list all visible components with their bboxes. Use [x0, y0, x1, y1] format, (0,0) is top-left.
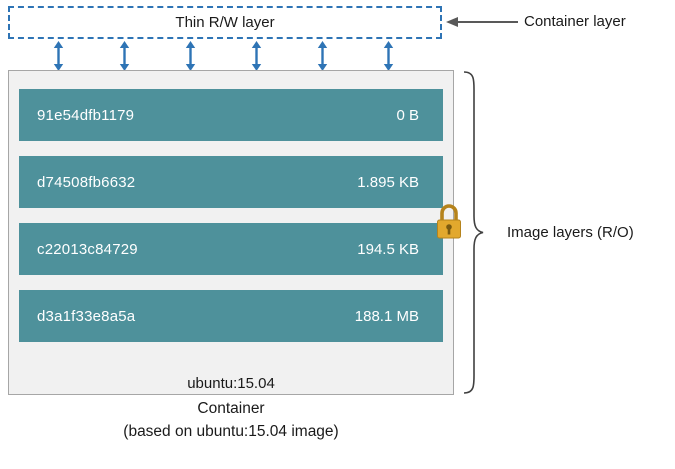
layer-id: d3a1f33e8a5a — [37, 307, 136, 325]
container-layer-label: Container layer — [524, 13, 626, 30]
container-box: 91e54dfb1179 0 B d74508fb6632 1.895 KB c… — [8, 70, 454, 395]
layer-size: 194.5 KB — [357, 240, 419, 258]
up-down-arrow-icon — [251, 41, 262, 71]
base-image-label: ubuntu:15.04 — [187, 375, 275, 392]
bidirectional-arrows — [52, 41, 395, 71]
up-down-arrow-icon — [119, 41, 130, 71]
up-down-arrow-icon — [53, 41, 64, 71]
up-down-arrow-icon — [185, 41, 196, 71]
up-down-arrow-icon — [317, 41, 328, 71]
layer-id: 91e54dfb1179 — [37, 106, 135, 124]
image-layer-row: 91e54dfb1179 0 B — [19, 89, 443, 141]
layer-size: 0 B — [396, 106, 419, 124]
thin-rw-layer-box: Thin R/W layer — [8, 6, 442, 39]
image-layer-row: d74508fb6632 1.895 KB — [19, 156, 443, 208]
image-layer-row: c22013c84729 194.5 KB — [19, 223, 443, 275]
lock-icon — [435, 202, 463, 242]
left-arrow-icon — [446, 17, 518, 27]
layer-size: 1.895 KB — [357, 173, 419, 191]
thin-rw-layer-label: Thin R/W layer — [175, 14, 275, 31]
container-caption: Container (based on ubuntu:15.04 image) — [8, 397, 454, 443]
layer-id: c22013c84729 — [37, 240, 138, 258]
up-down-arrow-icon — [383, 41, 394, 71]
image-layers-label: Image layers (R/O) — [507, 224, 634, 241]
caption-line1: Container — [197, 400, 265, 417]
image-layer-row: d3a1f33e8a5a 188.1 MB — [19, 290, 443, 342]
layer-id: d74508fb6632 — [37, 173, 136, 191]
curly-brace-icon — [461, 70, 487, 395]
layer-size: 188.1 MB — [354, 307, 419, 325]
caption-line2: (based on ubuntu:15.04 image) — [123, 423, 339, 440]
